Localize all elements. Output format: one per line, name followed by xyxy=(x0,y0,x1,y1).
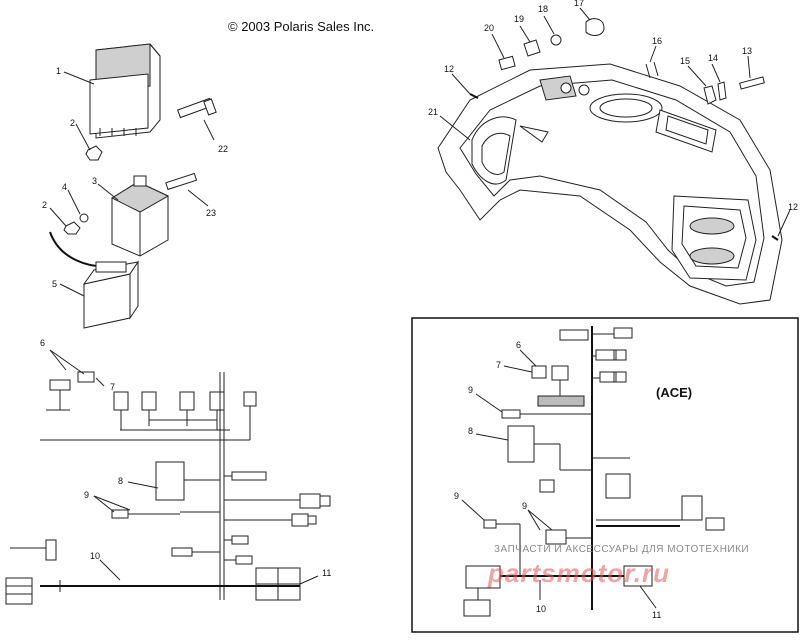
bolt-part-13 xyxy=(739,76,765,90)
callout-number: 7 xyxy=(496,360,501,370)
callout-number: 6 xyxy=(40,338,45,348)
callout-number: 21 xyxy=(428,107,438,117)
callout-number: 9 xyxy=(84,490,89,500)
callout-numbers: 1 2 22 3 4 2 23 5 6 7 8 9 10 11 20 19 18… xyxy=(40,0,798,620)
ace-wiring-harness xyxy=(463,326,725,617)
callout-number: 4 xyxy=(62,182,67,192)
cdi-box-part xyxy=(82,260,140,329)
leader-lines-harness xyxy=(49,349,319,585)
callout-number: 14 xyxy=(708,53,718,63)
nut-part-lower xyxy=(63,221,81,235)
screws-part-16 xyxy=(645,61,659,79)
callout-number: 2 xyxy=(42,200,47,210)
callout-number: 7 xyxy=(110,382,115,392)
ace-inset-frame xyxy=(411,317,799,633)
callout-number: 8 xyxy=(118,476,123,486)
grommet-part-18 xyxy=(550,34,562,46)
switch-part-14 xyxy=(717,81,727,101)
callout-number: 17 xyxy=(574,0,584,8)
callout-number: 18 xyxy=(538,4,548,14)
callout-number: 11 xyxy=(652,610,661,620)
wire-lead xyxy=(49,231,111,268)
callout-number: 23 xyxy=(206,208,216,218)
callout-number: 6 xyxy=(516,340,521,350)
screw-part-12b xyxy=(771,235,779,241)
callout-number: 8 xyxy=(468,426,473,436)
switch-part-19 xyxy=(523,39,541,57)
watermark-logo: partsmotor.ru xyxy=(487,558,670,588)
cap-part-17 xyxy=(585,18,605,36)
callout-number: 22 xyxy=(218,144,228,154)
regulator-part xyxy=(110,175,170,257)
callout-number: 10 xyxy=(90,551,100,561)
nut-part xyxy=(85,145,103,161)
callout-number: 3 xyxy=(92,176,97,186)
leader-lines-right xyxy=(439,7,791,237)
callout-number: 2 xyxy=(70,118,75,128)
main-wiring-harness xyxy=(5,371,331,605)
callout-number: 15 xyxy=(680,56,690,66)
dash-panel-part xyxy=(437,63,783,305)
callout-number: 5 xyxy=(52,279,57,289)
ecu-module-part xyxy=(89,43,161,139)
callout-number: 20 xyxy=(484,23,494,33)
watermark-tagline: ЗАПЧАСТИ И АКСЕССУАРЫ ДЛЯ МОТОТЕХНИКИ xyxy=(494,544,749,555)
bolt-part-22 xyxy=(177,97,217,119)
bolt-part-23 xyxy=(165,172,198,191)
callout-number: 12 xyxy=(788,202,798,212)
callout-number: 1 xyxy=(56,66,61,76)
washer-part xyxy=(79,213,89,223)
callout-number: 19 xyxy=(514,14,524,24)
leader-lines-left xyxy=(49,71,215,297)
screw-part-12 xyxy=(469,93,479,99)
callout-number: 13 xyxy=(742,46,752,56)
switch-part-15 xyxy=(703,85,717,105)
callout-number: 16 xyxy=(652,36,662,46)
callout-number: 12 xyxy=(444,64,454,74)
switch-part-20 xyxy=(498,55,516,71)
copyright-text: © 2003 Polaris Sales Inc. xyxy=(228,19,374,34)
leader-lines-ace xyxy=(461,349,657,609)
callout-number: 9 xyxy=(454,491,459,501)
callout-number: 11 xyxy=(322,568,331,578)
callout-number: 9 xyxy=(468,385,473,395)
ace-label: (ACE) xyxy=(656,385,692,400)
callout-number: 9 xyxy=(522,501,527,511)
callout-number: 10 xyxy=(536,604,546,614)
